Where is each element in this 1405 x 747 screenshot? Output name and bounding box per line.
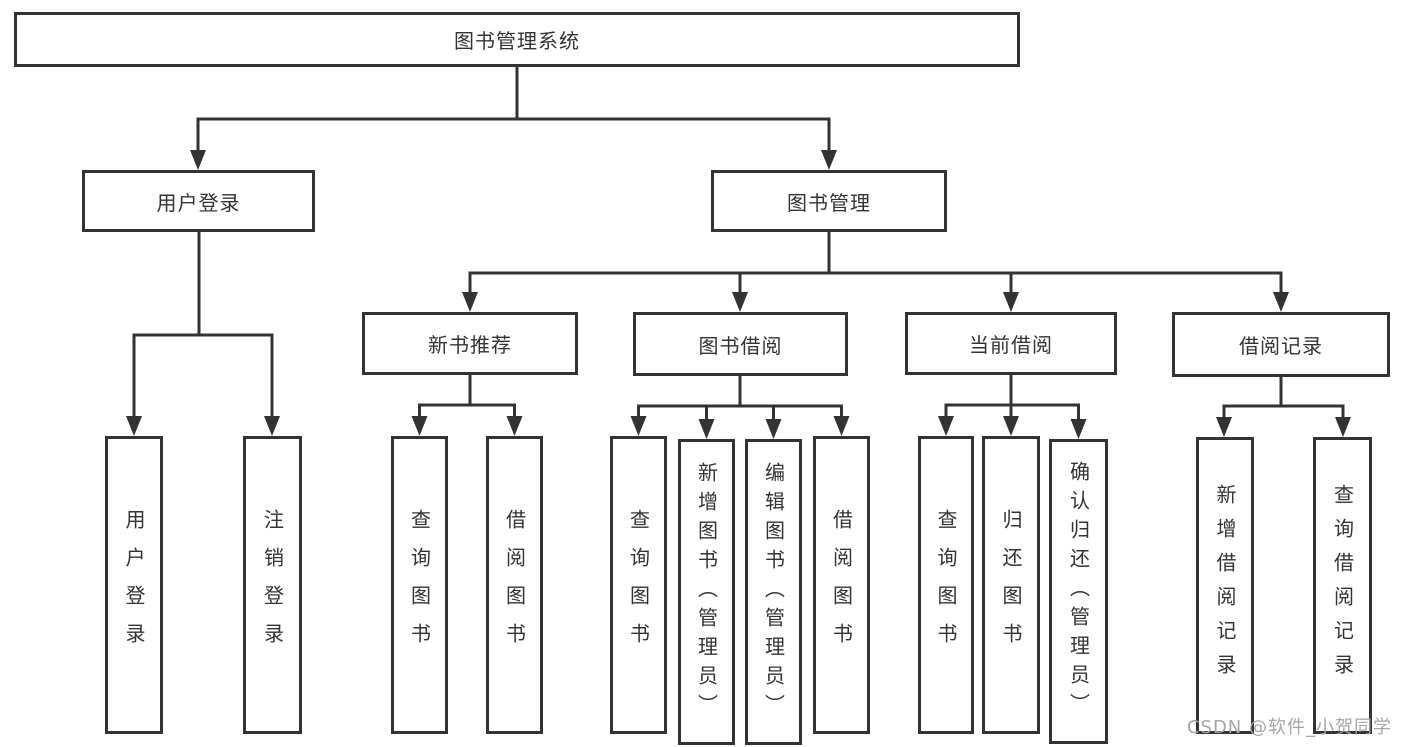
node-leaf-confirm-return-admin: 确认归还（管理员） (1049, 439, 1108, 744)
node-label: 查询图书 (934, 509, 958, 661)
node-label: 当前借阅 (969, 333, 1053, 357)
node-book-management: 图书管理 (711, 170, 947, 232)
node-user-login: 用户登录 (82, 170, 315, 232)
node-label: 新书推荐 (428, 333, 512, 357)
node-label: 查询图书 (626, 509, 651, 661)
node-borrowing-records: 借阅记录 (1172, 312, 1390, 377)
node-leaf-user-login: 用户登录 (105, 436, 163, 734)
node-label: 用户登录 (122, 509, 146, 661)
node-label: 确认归还（管理员） (1066, 461, 1091, 722)
watermark: CSDN @软件_小贺同学 (1186, 717, 1392, 738)
node-label: 图书借阅 (698, 333, 783, 358)
node-leaf-return-books: 归还图书 (982, 436, 1040, 734)
node-label: 新增图书（管理员） (694, 461, 719, 723)
node-leaf-borrow-books: 借阅图书 (813, 436, 870, 734)
node-label: 借阅图书 (829, 509, 854, 661)
node-label: 归还图书 (999, 509, 1023, 661)
node-label: 借阅图书 (502, 509, 527, 661)
node-label: 查询借阅记录 (1330, 483, 1355, 688)
node-leaf-query-books: 查询图书 (610, 436, 667, 734)
node-label: 用户登录 (156, 190, 241, 215)
node-current-borrowing: 当前借阅 (905, 312, 1117, 375)
node-label: 查询图书 (407, 509, 432, 661)
node-label: 图书管理 (787, 190, 871, 215)
node-leaf-add-borrow-record: 新增借阅记录 (1196, 437, 1254, 734)
node-leaf-add-books-admin: 新增图书（管理员） (678, 439, 735, 745)
node-leaf-query-borrow-record: 查询借阅记录 (1313, 437, 1372, 734)
node-new-book-recommend: 新书推荐 (362, 312, 578, 375)
node-library-management-system: 图书管理系统 (14, 12, 1020, 67)
node-label: 编辑图书（管理员） (761, 461, 786, 723)
node-label: 新增借阅记录 (1213, 483, 1237, 688)
node-leaf-query-books: 查询图书 (391, 436, 448, 734)
node-label: 图书管理系统 (454, 29, 580, 53)
node-label: 借阅记录 (1239, 334, 1323, 358)
node-leaf-query-books: 查询图书 (918, 436, 974, 734)
node-leaf-borrow-books: 借阅图书 (486, 436, 543, 734)
node-leaf-logout: 注销登录 (243, 436, 302, 734)
node-leaf-edit-books-admin: 编辑图书（管理员） (745, 439, 802, 745)
node-book-borrowing: 图书借阅 (633, 312, 848, 376)
node-label: 注销登录 (260, 509, 285, 661)
